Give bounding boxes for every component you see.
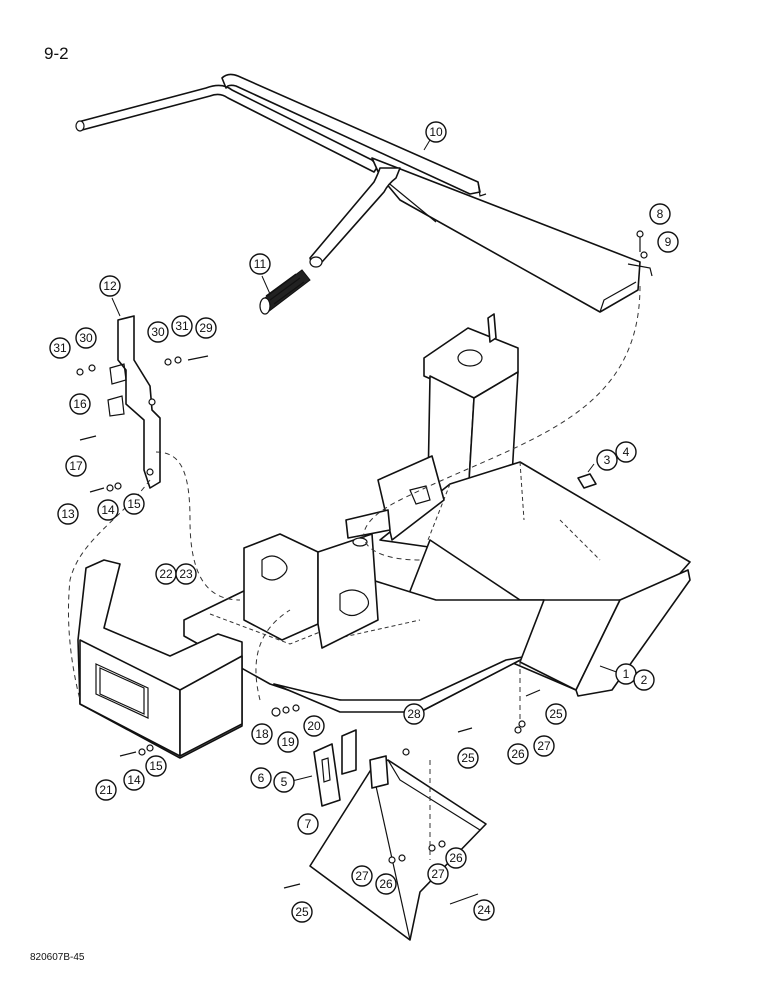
callout-8: 8 (649, 203, 671, 225)
callout-16: 16 (69, 393, 91, 415)
callout-18: 18 (251, 723, 273, 745)
callout-14b: 14 (123, 769, 145, 791)
fasteners (76, 230, 648, 889)
callout-4: 4 (615, 441, 637, 463)
svg-text:10: 10 (429, 125, 443, 139)
callout-2: 2 (633, 669, 655, 691)
svg-text:20: 20 (307, 719, 321, 733)
svg-text:28: 28 (407, 707, 421, 721)
svg-text:22: 22 (159, 567, 173, 581)
svg-text:26: 26 (511, 747, 525, 761)
callout-26c: 26 (375, 873, 397, 895)
callout-6: 6 (250, 767, 272, 789)
callout-25c: 25 (291, 901, 313, 923)
callout-25b: 25 (457, 747, 479, 769)
callout-15a: 15 (123, 493, 145, 515)
callout-21: 21 (95, 779, 117, 801)
callout-26a: 26 (507, 743, 529, 765)
callout-25a: 25 (545, 703, 567, 725)
callout-9: 9 (657, 231, 679, 253)
callout-27c: 27 (351, 865, 373, 887)
svg-text:31: 31 (53, 341, 67, 355)
plates-5-6 (313, 729, 357, 807)
callout-30a: 30 (75, 327, 97, 349)
svg-text:23: 23 (179, 567, 193, 581)
svg-text:25: 25 (295, 905, 309, 919)
svg-text:11: 11 (254, 257, 267, 271)
panel-24 (309, 755, 487, 941)
main-frame-1-2 (183, 313, 691, 713)
svg-text:27: 27 (537, 739, 551, 753)
svg-text:14: 14 (127, 773, 141, 787)
callout-3: 3 (596, 449, 618, 471)
svg-text:1: 1 (623, 667, 630, 681)
callout-5: 5 (273, 771, 295, 793)
svg-text:30: 30 (151, 325, 165, 339)
svg-text:14: 14 (101, 503, 115, 517)
grip-11 (259, 269, 311, 315)
callout-31b: 31 (171, 315, 193, 337)
callout-14a: 14 (97, 499, 119, 521)
svg-text:30: 30 (79, 331, 93, 345)
callout-28: 28 (403, 703, 425, 725)
callout-17: 17 (65, 455, 87, 477)
svg-text:13: 13 (61, 507, 75, 521)
svg-text:19: 19 (281, 735, 295, 749)
figure-id: 820607B-45 (30, 952, 85, 963)
svg-text:25: 25 (549, 707, 563, 721)
callout-19: 19 (277, 731, 299, 753)
callout-11: 11 (249, 253, 271, 275)
svg-text:9: 9 (665, 235, 672, 249)
callout-15b: 15 (145, 755, 167, 777)
svg-text:26: 26 (449, 851, 463, 865)
svg-text:4: 4 (623, 445, 630, 459)
svg-text:17: 17 (69, 459, 83, 473)
svg-text:15: 15 (127, 497, 141, 511)
tube-frame-10 (75, 73, 653, 313)
svg-text:24: 24 (477, 903, 491, 917)
routing-lines (67, 285, 641, 860)
callout-7: 7 (297, 813, 319, 835)
svg-text:7: 7 (305, 817, 312, 831)
svg-text:8: 8 (657, 207, 664, 221)
callout-27a: 27 (533, 735, 555, 757)
callout-23: 23 (175, 563, 197, 585)
callout-13: 13 (57, 503, 79, 525)
svg-text:27: 27 (431, 867, 445, 881)
page-number: 9-2 (44, 44, 69, 63)
svg-text:16: 16 (73, 397, 87, 411)
svg-text:29: 29 (199, 321, 213, 335)
svg-text:25: 25 (461, 751, 475, 765)
callout-24: 24 (473, 899, 495, 921)
bracket-12 (107, 315, 161, 489)
svg-text:15: 15 (149, 759, 163, 773)
callout-26b: 26 (445, 847, 467, 869)
svg-text:18: 18 (255, 727, 269, 741)
svg-text:26: 26 (379, 877, 393, 891)
svg-text:3: 3 (604, 453, 611, 467)
nut-3 (577, 473, 597, 489)
callout-20: 20 (303, 715, 325, 737)
svg-text:6: 6 (258, 771, 265, 785)
svg-text:12: 12 (103, 279, 117, 293)
svg-text:21: 21 (99, 783, 113, 797)
cover-22-23 (77, 559, 243, 759)
callout-31a: 31 (49, 337, 71, 359)
svg-text:31: 31 (175, 319, 189, 333)
svg-text:5: 5 (281, 775, 288, 789)
callout-30b: 30 (147, 321, 169, 343)
svg-text:27: 27 (355, 869, 369, 883)
callout-22: 22 (155, 563, 177, 585)
callout-10: 10 (425, 121, 447, 143)
callout-12: 12 (99, 275, 121, 297)
svg-text:2: 2 (641, 673, 648, 687)
callout-27b: 27 (427, 863, 449, 885)
callout-1: 1 (615, 663, 637, 685)
callout-29: 29 (195, 317, 217, 339)
